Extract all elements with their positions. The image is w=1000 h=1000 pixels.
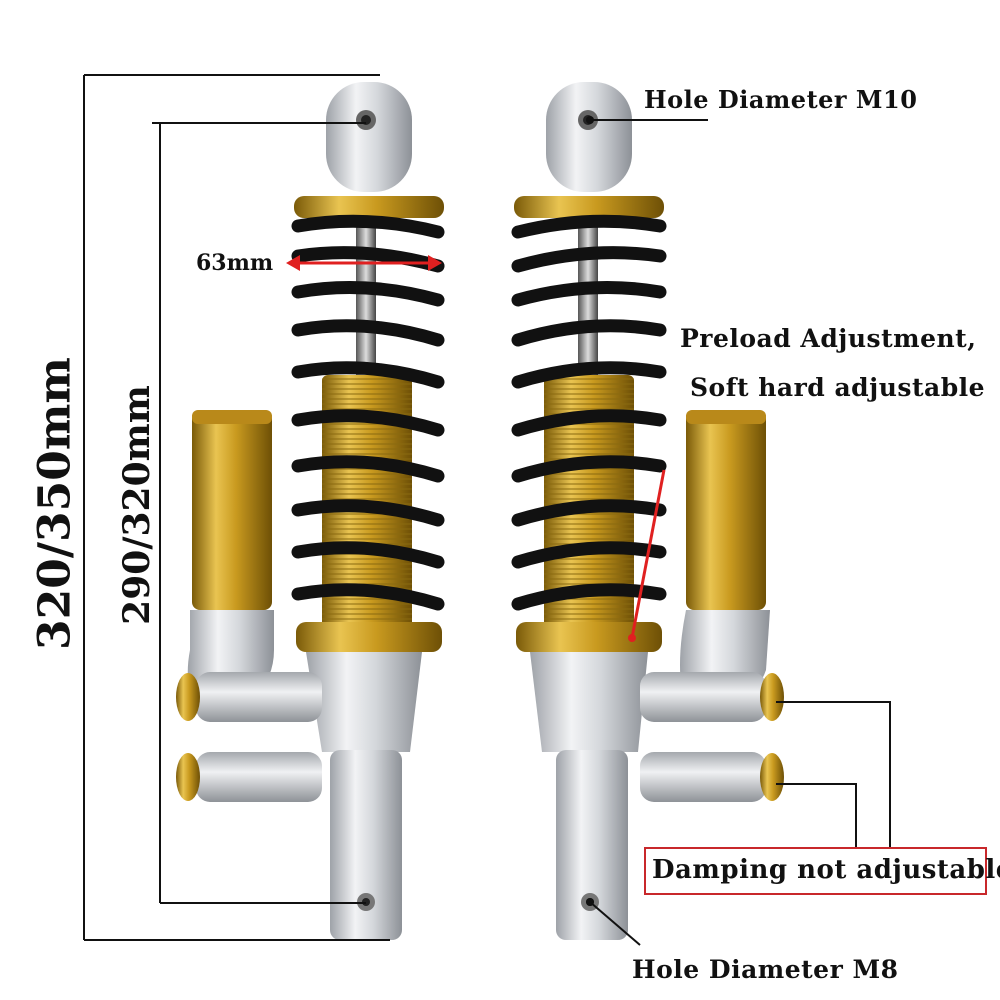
left-lower-body — [306, 652, 422, 752]
right-shock — [511, 82, 784, 940]
hole-diameter-top-label: Hole Diameter M10 — [644, 85, 918, 114]
left-reservoir — [192, 410, 272, 610]
right-bottom-mount — [556, 750, 628, 940]
preload-label-line2: Soft hard adjustable — [690, 373, 986, 402]
right-reservoir — [686, 410, 766, 610]
preload-leader-line — [628, 469, 666, 642]
right-spring — [511, 214, 667, 611]
damping-callout-box — [644, 847, 987, 895]
left-top-eye — [326, 82, 412, 192]
damping-label: Damping not adjustable — [652, 855, 1000, 885]
right-top-eye — [546, 82, 632, 192]
dimension-arrow — [286, 255, 442, 271]
left-shock — [176, 82, 445, 940]
leader-line — [589, 119, 891, 946]
center-length-label: 290/320mm — [116, 385, 158, 625]
overall-length-label: 320/350mm — [29, 357, 81, 650]
left-bottom-mount — [330, 750, 402, 940]
spring-width-label: 63mm — [196, 250, 274, 276]
right-lower-body — [530, 652, 648, 752]
hole-diameter-bottom-label: Hole Diameter M8 — [632, 955, 899, 984]
dimension-lines — [83, 74, 390, 941]
left-spring — [291, 214, 445, 611]
preload-label-line1: Preload Adjustment, — [680, 324, 977, 353]
